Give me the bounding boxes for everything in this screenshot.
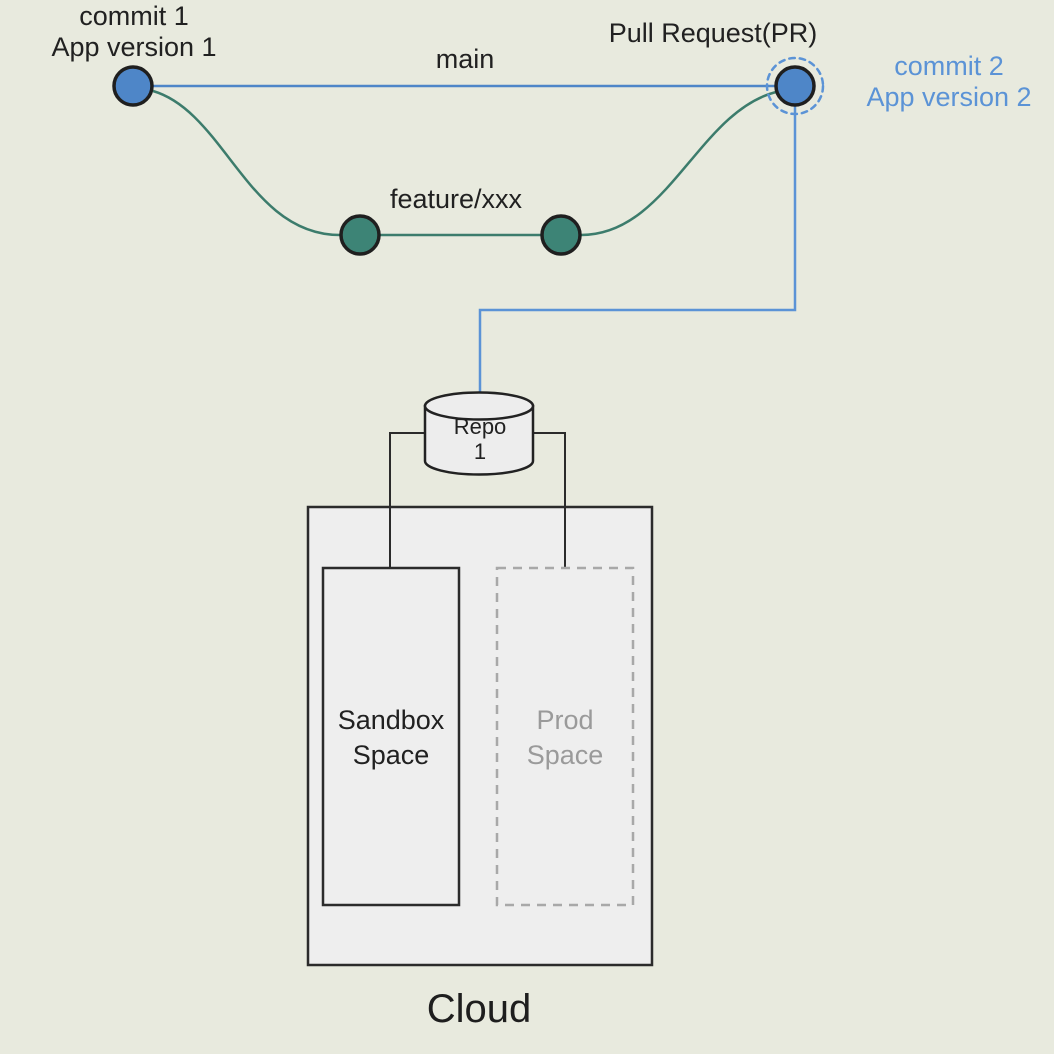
sandbox-space-box bbox=[321, 566, 461, 907]
commit1-label: commit 1 App version 1 bbox=[51, 1, 216, 63]
repo-to-prod-link bbox=[533, 432, 566, 567]
commit2-label-line1: commit 2 bbox=[894, 51, 1004, 81]
feature-branch-label-text: feature/xxx bbox=[389, 184, 523, 214]
cloud-label: Cloud bbox=[427, 986, 532, 1032]
prod-space-label-line2: Space bbox=[526, 740, 604, 770]
repo-label: Repo 1 bbox=[454, 414, 507, 464]
commit1-node bbox=[112, 65, 154, 107]
feature-node-1 bbox=[339, 214, 381, 256]
feature-branch-label: feature/xxx bbox=[390, 184, 522, 215]
pr-dashed-ring bbox=[765, 56, 825, 116]
pr-commit-node bbox=[774, 65, 816, 107]
repo-cylinder bbox=[423, 391, 535, 476]
main-branch-label-text: main bbox=[435, 44, 495, 74]
repo-label-line2: 1 bbox=[473, 439, 487, 464]
prod-space-label: Prod Space bbox=[527, 703, 604, 773]
sandbox-space-label: Sandbox Space bbox=[338, 703, 445, 773]
repo-label-line1: Repo bbox=[453, 414, 507, 439]
feature-branch-curve-right bbox=[580, 90, 777, 237]
commit2-label: commit 2 App version 2 bbox=[866, 51, 1031, 113]
feature-branch-curve-left bbox=[152, 89, 341, 237]
prod-space-box bbox=[495, 566, 635, 907]
commit2-label-line2: App version 2 bbox=[866, 82, 1032, 112]
feature-node-2 bbox=[540, 214, 582, 256]
pull-request-label: Pull Request(PR) bbox=[609, 18, 818, 49]
pr-to-repo-link bbox=[478, 106, 797, 398]
repo-cylinder-top bbox=[423, 391, 535, 421]
commit1-label-line2: App version 1 bbox=[51, 32, 217, 62]
sandbox-space-label-line2: Space bbox=[352, 740, 430, 770]
repo-to-sandbox-link bbox=[389, 432, 427, 567]
pull-request-label-text: Pull Request(PR) bbox=[608, 18, 818, 48]
repo-cylinder-body bbox=[423, 404, 535, 476]
prod-space-label-line1: Prod bbox=[536, 705, 594, 735]
main-branch-label: main bbox=[436, 44, 495, 75]
commit1-label-line1: commit 1 bbox=[79, 1, 189, 31]
sandbox-space-label-line1: Sandbox bbox=[337, 705, 445, 735]
cloud-label-text: Cloud bbox=[426, 987, 532, 1031]
